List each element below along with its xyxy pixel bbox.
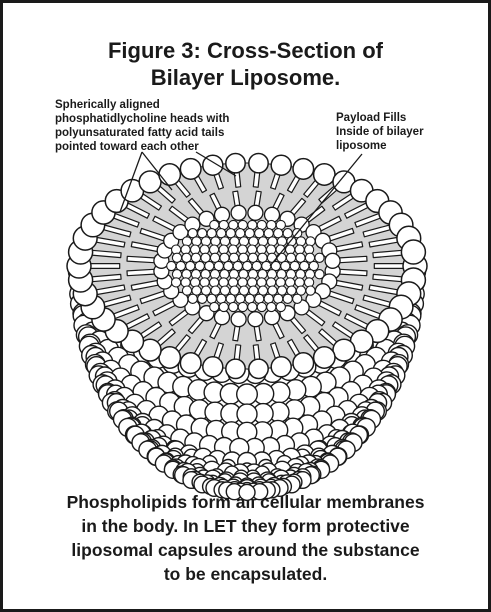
payload-molecule [172,278,181,287]
phospholipid-head-outer [159,164,180,185]
phospholipid-head-outer [226,154,245,173]
payload-molecule [267,302,276,311]
payload-molecule [188,294,197,303]
phospholipid-head-outer [139,171,161,193]
phospholipid-head-inner [325,253,340,268]
payload-molecule [198,294,207,303]
phospholipid-head-inner [231,312,246,327]
payload-molecule [258,237,267,246]
payload-molecule [210,278,219,287]
phospholipid-head-outer [180,159,201,180]
payload-molecule [268,237,277,246]
payload-molecule [238,302,247,311]
fatty-acid-tail-outer [89,264,120,269]
payload-molecule [276,302,285,311]
payload-molecule [201,237,210,246]
phospholipid-head-outer [180,353,201,374]
phospholipid-head-outer [293,353,314,374]
payload-molecule [257,278,266,287]
payload-molecule [267,278,276,287]
payload-molecule [306,286,315,295]
phospholipid-head-lower [237,404,257,424]
phospholipid-head-inner [248,312,263,327]
payload-molecule [276,278,285,287]
payload-molecule [295,278,304,287]
payload-molecule [191,278,200,287]
payload-molecule [293,294,302,303]
phospholipid-head-outer [271,155,291,175]
payload-molecule [248,278,257,287]
payload-molecule [249,237,258,246]
phospholipid-head-outer [314,164,335,185]
fatty-acid-tail-inner [127,269,154,275]
payload-molecule [230,237,239,246]
payload-molecule [167,261,176,270]
payload-molecule [305,278,314,287]
payload-molecule [296,237,305,246]
payload-molecule [286,278,295,287]
phospholipid-head-inner [231,205,246,220]
fatty-acid-tail-inner [340,269,367,275]
payload-molecule [283,294,292,303]
phospholipid-head-outer [271,357,291,377]
phospholipid-head-inner [215,310,230,325]
phospholipid-head-outer [249,154,268,173]
phospholipid-head-outer [249,359,268,378]
phospholipid-head-lower [237,384,258,405]
phospholipid-head-outer [314,347,335,368]
payload-molecule [306,237,315,246]
payload-molecule [248,302,257,311]
payload-molecule [192,237,201,246]
payload-molecule [219,302,228,311]
fatty-acid-tail-inner [127,256,154,262]
phospholipid-head-outer [293,159,314,180]
payload-molecule [229,278,238,287]
phospholipid-head-outer [203,357,223,377]
payload-molecule [277,237,286,246]
phospholipid-head-outer [226,359,245,378]
payload-molecule [182,237,191,246]
payload-molecule [211,237,220,246]
phospholipid-head-outer [159,347,180,368]
fatty-acid-tail-inner [340,256,367,262]
phospholipid-head-outer [401,240,425,264]
payload-molecule [181,278,190,287]
payload-molecule [182,286,191,295]
phospholipid-head-inner [248,205,263,220]
payload-molecule [220,237,229,246]
payload-molecule [200,278,209,287]
phospholipid-head-outer [333,339,355,361]
payload-molecule [219,278,228,287]
payload-molecule [315,270,324,279]
phospholipid-head-inner [215,207,230,222]
payload-molecule [229,302,238,311]
phospholipid-head-lower [239,484,255,500]
payload-molecule [257,302,266,311]
payload-molecule [239,237,248,246]
payload-molecule [210,302,219,311]
payload-molecule [315,253,324,262]
fatty-acid-tail-outer [374,264,405,269]
payload-molecule [238,278,247,287]
